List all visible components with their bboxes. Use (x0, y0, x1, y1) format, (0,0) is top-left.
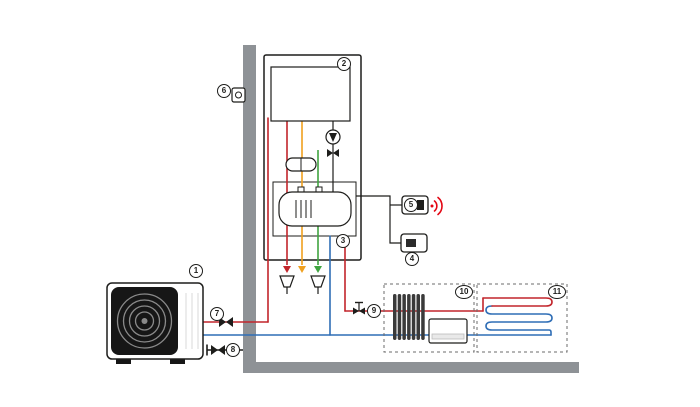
room-thermostat-device (400, 233, 428, 253)
label-wireless-module: 5 (404, 198, 418, 212)
circulation-pump-icon (325, 129, 341, 145)
blue-return-pipes (202, 235, 553, 336)
wifi-icon (430, 196, 443, 216)
underfloor-coil-flow (482, 297, 553, 307)
tundish-right-icon (310, 275, 326, 288)
heat-pump-unit (106, 282, 204, 364)
label-drain-valve: 8 (226, 343, 240, 357)
label-indoor-unit: 2 (337, 57, 351, 71)
discharge-arrow-icons (283, 266, 322, 273)
circuit-valve-icon (353, 301, 365, 315)
dhw-tank-icon (278, 186, 352, 227)
label-dhw-tank: 3 (336, 234, 350, 248)
label-underfloor-circuit: 11 (548, 285, 566, 299)
wall (243, 45, 256, 373)
fan-convector-icon (428, 318, 468, 344)
orange-arrow-icon (298, 266, 306, 273)
radiator-zone-box (383, 283, 475, 353)
side-vents (185, 293, 199, 349)
tundish-left-icon (279, 275, 295, 288)
label-circuit-valve: 9 (367, 304, 381, 318)
label-room-thermostat: 4 (405, 252, 419, 266)
outdoor-sensor-device (231, 87, 246, 103)
radiator-icon (393, 294, 425, 340)
expansion-vessel-icon (285, 157, 317, 172)
fan-grille-icon (116, 293, 173, 349)
label-outdoor-sensor: 6 (217, 84, 231, 98)
green-arrow-icon (314, 266, 322, 273)
control-wiring (356, 195, 402, 244)
label-radiator-circuit: 10 (455, 285, 473, 299)
red-flow-pipes (202, 117, 553, 323)
check-valve-icon (327, 149, 339, 157)
underfloor-coil-return (485, 305, 553, 336)
floor (243, 362, 579, 373)
heat-exchanger-module (270, 66, 351, 122)
drain-valve-icon (211, 345, 225, 355)
red-arrow-icon (283, 266, 291, 273)
label-heat-pump: 1 (189, 264, 203, 278)
underfloor-zone-box (476, 283, 568, 353)
tundish-icons (279, 275, 326, 294)
label-service-valve: 7 (210, 307, 224, 321)
